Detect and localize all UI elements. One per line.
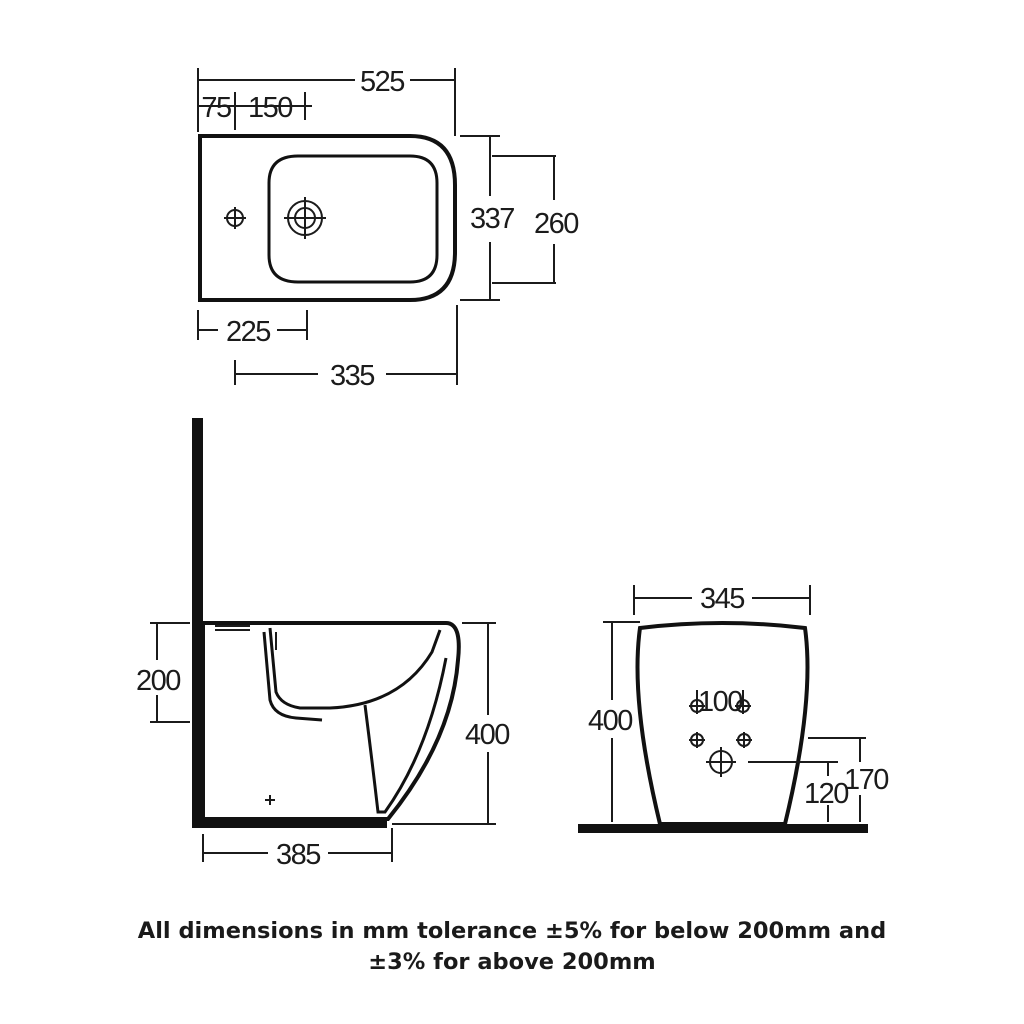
side-view-trap: [262, 631, 323, 722]
side-view-outline: [201, 621, 461, 821]
dim-label-400-back: 400: [588, 705, 632, 737]
dim-label-120: 120: [804, 778, 848, 810]
dim-back-height: 400: [588, 621, 640, 822]
top-view-bowl: [267, 154, 439, 284]
side-view-bowl: [268, 627, 442, 710]
dim-label-100: 100: [698, 686, 742, 718]
dim-label-345: 345: [700, 583, 744, 615]
footnote-line-1: All dimensions in mm tolerance ±5% for b…: [137, 918, 887, 944]
dim-rim-to-waste: 200: [136, 622, 190, 723]
dim-label-337: 337: [470, 203, 514, 235]
side-view: 200 400 385: [136, 418, 511, 871]
dim-waste-height-a: 120: [748, 761, 850, 822]
dim-overall-width: 337: [460, 135, 516, 301]
dim-label-225: 225: [226, 316, 270, 348]
fixing-point-icon: [265, 795, 275, 805]
top-view-outline: [198, 134, 457, 302]
dim-label-150: 150: [248, 92, 292, 124]
dim-front-to-tap: 225: [197, 310, 308, 348]
tap-hole-icon: [224, 207, 246, 229]
dim-label-525: 525: [360, 66, 404, 98]
dim-back-width: 345: [633, 583, 811, 615]
dim-label-200: 200: [136, 665, 180, 697]
back-waste-hole-icon: [706, 747, 736, 777]
waste-hole-icon: [284, 197, 326, 239]
dim-tap-offsets: 75 150: [197, 92, 312, 130]
dim-label-335: 335: [330, 360, 374, 392]
floor-back: [578, 824, 868, 833]
wall: [192, 418, 203, 828]
dim-label-170: 170: [844, 764, 888, 796]
dim-wall-to-front: 385: [202, 828, 393, 871]
dim-overall-height: 400: [392, 622, 511, 825]
top-view: 525 75 150 337 260: [197, 66, 580, 392]
dim-waste-height-b: 170: [808, 737, 890, 822]
floor: [192, 819, 387, 828]
back-view: 345 100 400 120 170: [578, 583, 890, 833]
dim-label-400-side: 400: [465, 719, 509, 751]
fixing-hole-icon: [736, 732, 752, 748]
dim-label-75: 75: [201, 92, 231, 124]
dim-front-to-bowl: 335: [234, 305, 458, 392]
dim-overall-length: 525: [197, 66, 456, 136]
side-view-pedestal: [363, 657, 448, 814]
fixing-hole-icon: [689, 732, 705, 748]
dim-label-260: 260: [534, 208, 578, 240]
dim-label-385: 385: [276, 839, 320, 871]
footnote-line-2: ±3% for above 200mm: [368, 949, 656, 975]
dim-bowl-width: 260: [492, 155, 580, 284]
dim-fixing-centres: 100: [696, 686, 744, 718]
back-view-outline: [635, 621, 810, 826]
